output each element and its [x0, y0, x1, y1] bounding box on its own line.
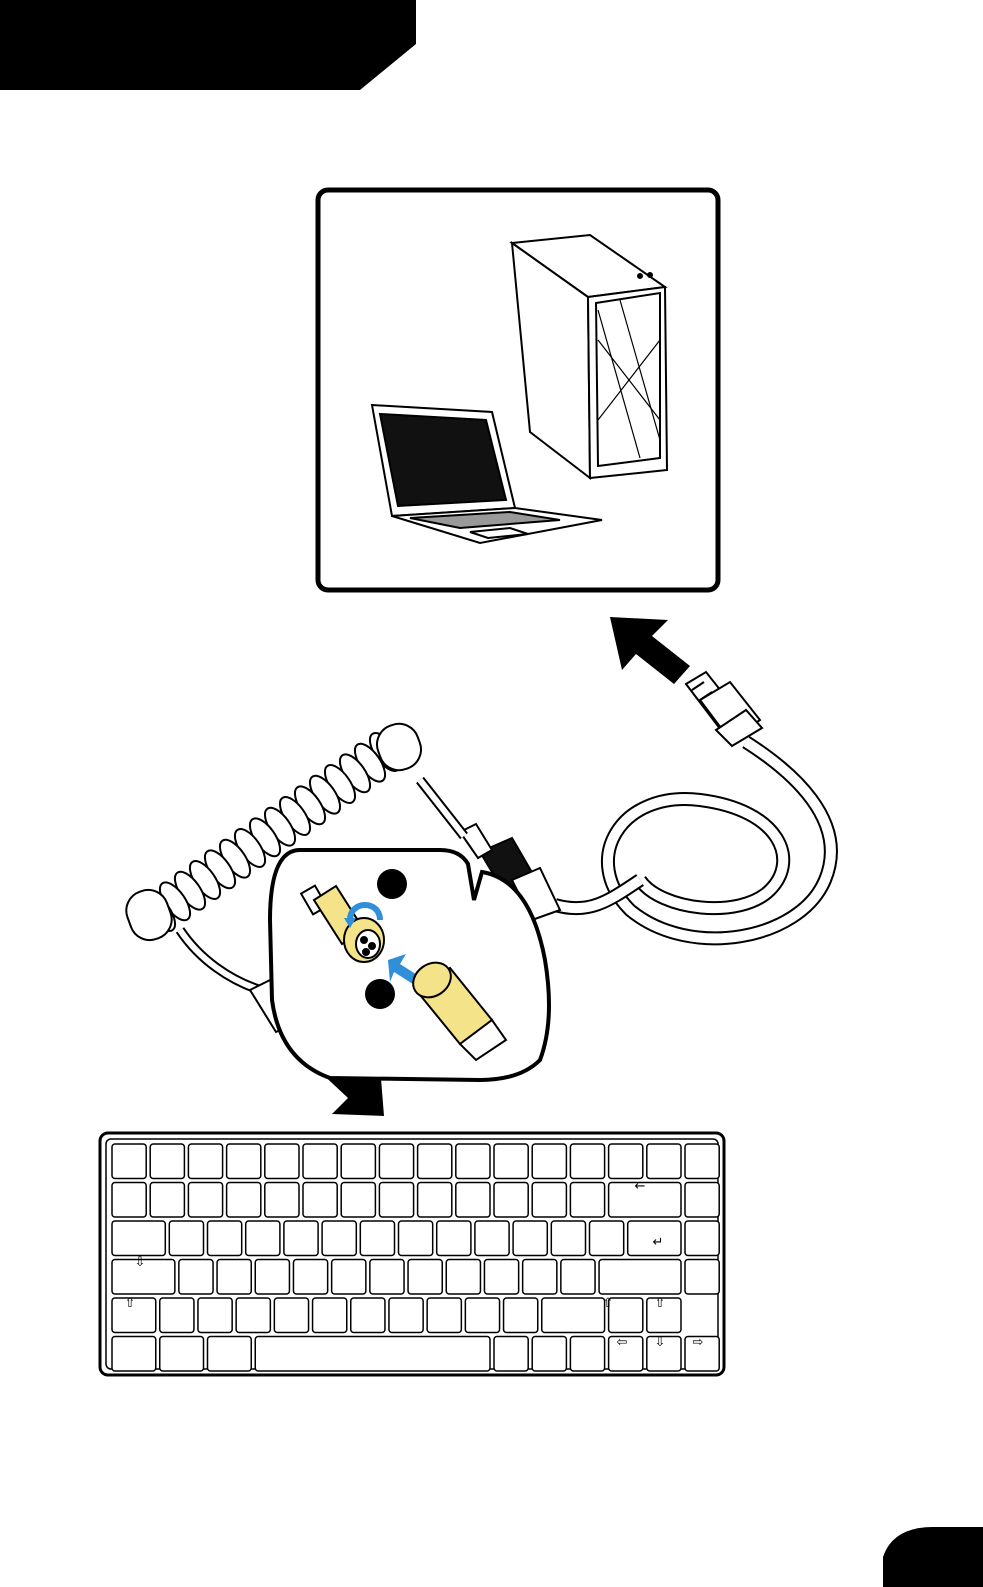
keycap: [685, 1221, 719, 1256]
keycap: [484, 1260, 518, 1295]
keycap: [255, 1337, 490, 1372]
keycap: [227, 1183, 261, 1218]
keycap: [542, 1298, 605, 1333]
key-legend: ⇦: [617, 1335, 628, 1350]
keycap: [274, 1298, 308, 1333]
keycap: [494, 1183, 528, 1218]
keycap: [112, 1221, 165, 1256]
usb-a-plug-icon: [686, 672, 762, 746]
key-legend: ⇧: [603, 1296, 614, 1311]
keycap: [475, 1221, 509, 1256]
keycap: [437, 1221, 471, 1256]
keycap: [313, 1298, 347, 1333]
keycap: [351, 1298, 385, 1333]
keycap: [332, 1260, 366, 1295]
keycap: [379, 1183, 413, 1218]
keycap: [255, 1260, 289, 1295]
keycap: [208, 1221, 242, 1256]
keycap: [284, 1221, 318, 1256]
keycap: [399, 1221, 433, 1256]
keycap: [217, 1260, 251, 1295]
keycap: [370, 1260, 404, 1295]
device-box: [318, 190, 718, 590]
keycap: [293, 1260, 327, 1295]
keycap: [227, 1144, 261, 1179]
keycap: [427, 1298, 461, 1333]
keycap: [408, 1260, 442, 1295]
keycap: [532, 1144, 566, 1179]
keycap: [590, 1221, 624, 1256]
keycap: [112, 1183, 146, 1218]
key-legend: ⇩: [655, 1335, 666, 1350]
keycap: [389, 1298, 423, 1333]
keycap: [599, 1260, 681, 1295]
key-legend: ←: [635, 1179, 646, 1194]
key-legend: ⇩: [135, 1255, 146, 1270]
page-number-tab: [883, 1527, 983, 1587]
keycap: [609, 1144, 643, 1179]
keycap: [456, 1144, 490, 1179]
keycap: [465, 1298, 499, 1333]
keycap: [208, 1337, 252, 1372]
key-legend: ⇧: [655, 1296, 666, 1311]
keycap: [360, 1221, 394, 1256]
keycap: [341, 1183, 375, 1218]
keycap: [265, 1183, 299, 1218]
keycap: [446, 1260, 480, 1295]
step-2-marker: [365, 979, 395, 1009]
keycap: [532, 1183, 566, 1218]
keycap: [513, 1221, 547, 1256]
keycap: [561, 1260, 595, 1295]
keycap: [523, 1260, 557, 1295]
keycap: [112, 1337, 156, 1372]
arrow-to-computer-icon: [610, 617, 690, 684]
keycap: [570, 1337, 604, 1372]
step-1-marker: [377, 869, 407, 899]
keycap: [112, 1144, 146, 1179]
keycap: [570, 1144, 604, 1179]
keycap: [504, 1298, 538, 1333]
keycap: [456, 1183, 490, 1218]
keycap: [303, 1183, 337, 1218]
keycap: [160, 1298, 194, 1333]
keycap: [265, 1144, 299, 1179]
keycap: [246, 1221, 280, 1256]
keycap: [341, 1144, 375, 1179]
keycap: [685, 1144, 719, 1179]
keycap: [188, 1144, 222, 1179]
key-legend: ⇧: [125, 1296, 136, 1311]
keycap: [685, 1260, 719, 1295]
keycap: [169, 1221, 203, 1256]
keycap: [494, 1144, 528, 1179]
keycap: [188, 1183, 222, 1218]
keycap: [418, 1144, 452, 1179]
keycap: [609, 1298, 643, 1333]
keycap: [379, 1144, 413, 1179]
keycap: [322, 1221, 356, 1256]
connector-callout: [270, 850, 549, 1080]
keycap: [570, 1183, 604, 1218]
keycap: [551, 1221, 585, 1256]
key-legend: ⇨: [693, 1335, 704, 1350]
keycap: [150, 1144, 184, 1179]
keycap: [198, 1298, 232, 1333]
keycap: [160, 1337, 204, 1372]
keycap: [179, 1260, 213, 1295]
keycap: [647, 1144, 681, 1179]
key-legend: ↵: [653, 1235, 664, 1250]
keycap: [150, 1183, 184, 1218]
keycap: [303, 1144, 337, 1179]
keycap: [418, 1183, 452, 1218]
keycap: [532, 1337, 566, 1372]
keycap: [685, 1183, 719, 1218]
keyboard: ← ↵ ⇩ ⇧ ⇧ ⇧ ⇦ ⇩ ⇨: [100, 1133, 724, 1375]
aviator-cable: [555, 742, 831, 938]
keycap: [494, 1337, 528, 1372]
keycap: [236, 1298, 270, 1333]
